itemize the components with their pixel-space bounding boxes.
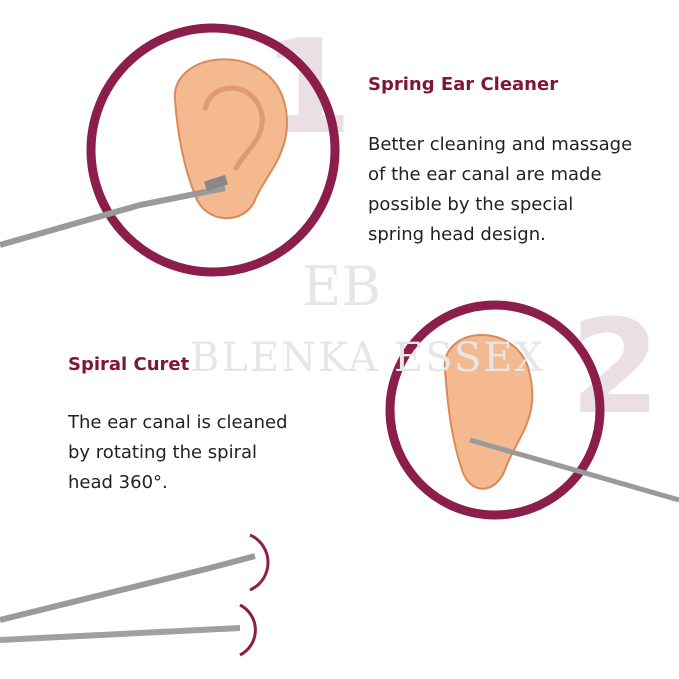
text-line: The ear canal is cleaned [68,412,288,433]
text-line: Better cleaning and massage [368,134,633,155]
text-line: head 360°. [68,472,168,493]
tools-illustration [0,533,270,657]
feature1-title: Spring Ear Cleaner [368,74,559,95]
text-line: possible by the special [368,194,574,215]
watermark-brand: BLENKA ESSEX [190,335,545,381]
text-line: by rotating the spiral [68,442,258,463]
ear-illustration-2 [385,300,679,520]
feature2-title: Spiral Curet [68,354,190,375]
text-line: spring head design. [368,224,546,245]
ear-illustration-1 [0,23,340,277]
step-number-2: 2 [570,291,661,443]
text-line: of the ear canal are made [368,164,602,185]
watermark-monogram: EB [302,255,382,318]
feature2-description: The ear canal is cleaned by rotating the… [68,408,288,498]
feature1-description: Better cleaning and massage of the ear c… [368,130,632,250]
